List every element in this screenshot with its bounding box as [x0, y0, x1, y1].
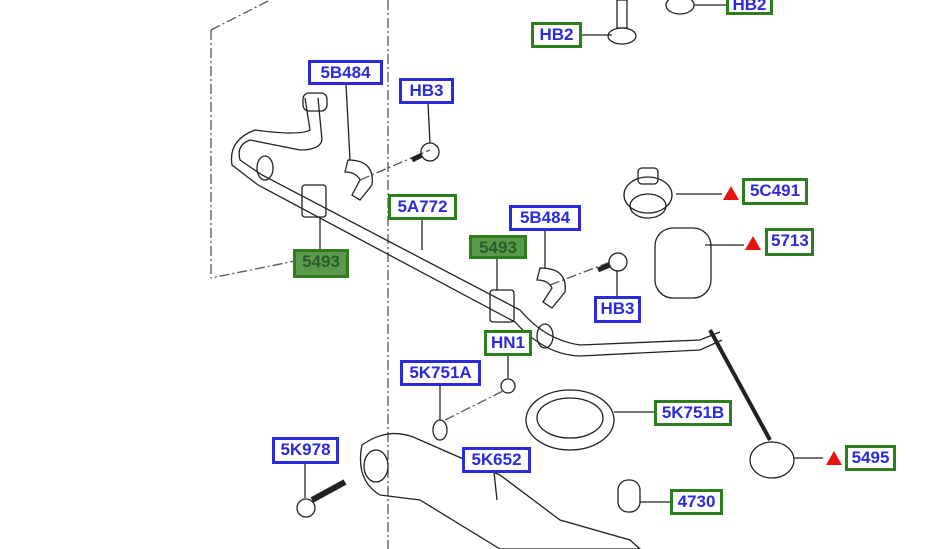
warning-triangle-icon — [723, 186, 739, 200]
callout-hb3-right[interactable]: HB3 — [594, 296, 641, 323]
leader-lines — [304, 4, 823, 503]
callout-hb2[interactable]: HB2 — [531, 22, 582, 48]
callout-5k751b[interactable]: 5K751B — [654, 400, 732, 426]
callout-5k978[interactable]: 5K978 — [272, 437, 339, 464]
callout-5k751a[interactable]: 5K751A — [400, 360, 481, 386]
callout-5495[interactable]: 5495 — [845, 445, 896, 471]
spring-seat-outer — [525, 389, 615, 451]
callout-5b484-left[interactable]: 5B484 — [308, 60, 383, 85]
callout-5b484-right[interactable]: 5B484 — [509, 205, 581, 231]
callout-5c491[interactable]: 5C491 — [742, 178, 808, 205]
callout-hn1[interactable]: HN1 — [484, 330, 532, 356]
clamp-left — [344, 159, 373, 201]
warning-triangle-icon — [745, 236, 761, 250]
lower-arm — [359, 432, 641, 549]
warning-triangle-icon — [826, 451, 842, 465]
callout-5713[interactable]: 5713 — [765, 228, 814, 256]
spring-seat-inner — [536, 397, 604, 439]
stabilizer-bar — [230, 92, 723, 357]
callout-5493-left[interactable]: 5493 — [293, 249, 349, 278]
strut-mounts — [617, 167, 795, 513]
bolts — [296, 0, 695, 518]
callout-5k652[interactable]: 5K652 — [462, 447, 531, 473]
clamp-right — [536, 267, 566, 309]
callout-5493-right[interactable]: 5493 — [469, 235, 527, 259]
callout-4730[interactable]: 4730 — [670, 489, 723, 515]
callout-5a772[interactable]: 5A772 — [388, 194, 457, 220]
callout-hb3-top[interactable]: HB3 — [399, 78, 454, 104]
callout-hb2-top[interactable]: HB2 — [726, 0, 773, 15]
